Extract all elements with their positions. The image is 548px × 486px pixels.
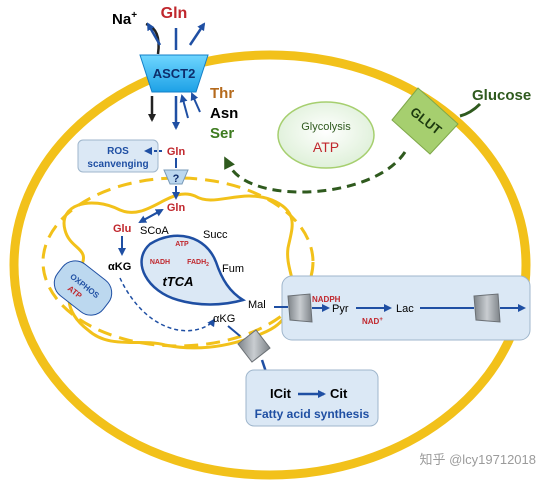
ttca-label: tTCA	[162, 274, 193, 289]
scoa-label: SCoA	[140, 225, 169, 237]
gln-extracellular-label: Gln	[161, 5, 188, 22]
nadph-label: NADPH	[312, 295, 341, 304]
glucose-in-arrow	[459, 102, 482, 118]
ttca-cycle	[140, 234, 247, 306]
glycolysis-ellipse	[277, 101, 375, 169]
oxphos-pill	[53, 260, 113, 316]
unknown-carrier	[163, 169, 189, 185]
unknown-carrier-label: ?	[173, 173, 180, 185]
tca-atp-label: ATP	[175, 241, 189, 248]
lac-label: Lac	[396, 303, 414, 315]
succ-label: Succ	[203, 229, 228, 241]
asn-label: Asn	[210, 105, 238, 122]
fatty-acid-label: Fatty acid synthesis	[255, 407, 370, 421]
sodium-label: Na+	[112, 10, 137, 28]
watermark: 知乎 @lcy19712018	[419, 452, 536, 467]
mal-label: Mal	[248, 299, 266, 311]
gln-mito-label: Gln	[167, 202, 186, 214]
cit-label: Cit	[330, 386, 348, 401]
malate-carrier	[287, 293, 313, 323]
asct2-out-arrow-right	[188, 22, 206, 46]
asct2-out-arrow-left	[146, 22, 162, 46]
asct2-label: ASCT2	[153, 66, 196, 81]
glu-to-gln-arrow	[139, 209, 164, 223]
akg-right-label: αKG	[213, 313, 235, 325]
tca-fadh2-label: FADH2	[187, 259, 209, 268]
glycolysis-label: Glycolysis	[301, 121, 351, 133]
akg-to-carrier-arrow	[227, 325, 241, 337]
akg-dashed-arrow	[119, 277, 216, 332]
fatty-acid-box	[245, 369, 379, 427]
ros-label-2: scanvenging	[87, 159, 148, 170]
icit-label: ICit	[270, 386, 292, 401]
nad-label: NAD+	[362, 317, 383, 326]
ros-label: ROS	[107, 146, 129, 157]
asct2-transporter	[139, 54, 209, 93]
cell-membrane	[9, 50, 531, 480]
glut-transporter	[391, 87, 459, 155]
glycolysis-atp-label: ATP	[313, 139, 339, 155]
pyr-label: Pyr	[332, 303, 349, 315]
ser-label: Ser	[210, 125, 234, 142]
aa-out-arrow-2	[190, 92, 201, 113]
glycolysis-dashed-arrow	[224, 151, 407, 194]
ros-box	[77, 139, 159, 173]
thr-label: Thr	[210, 85, 234, 102]
akg-label: αKG	[108, 261, 131, 273]
aa-out-arrow-1	[179, 94, 189, 119]
mitochondrion-outer-membrane	[41, 176, 315, 348]
gln-cytosol-label: Gln	[167, 146, 186, 158]
glu-label: Glu	[113, 223, 131, 235]
tca-nadh-label: NADH	[150, 259, 170, 266]
lactate-carrier	[473, 293, 501, 323]
fum-label: Fum	[222, 263, 244, 275]
citrate-carrier	[237, 329, 271, 363]
glucose-label: Glucose	[472, 87, 531, 104]
